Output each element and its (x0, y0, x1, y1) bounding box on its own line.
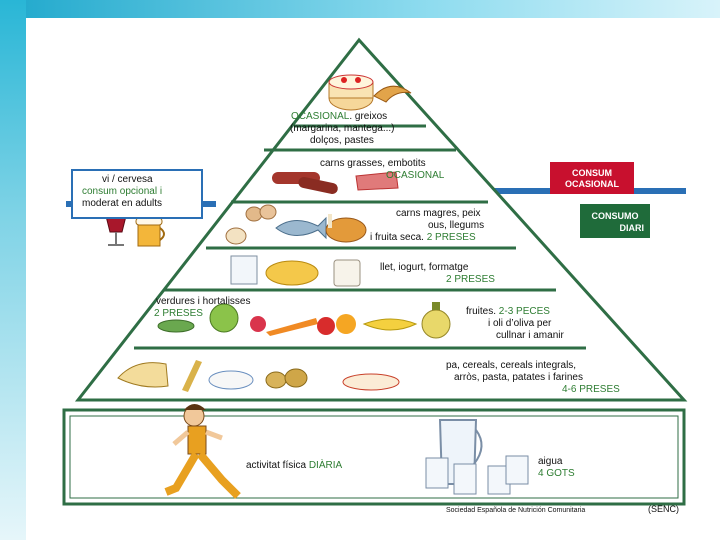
activity-base-box (64, 410, 684, 504)
tier6-line1: pa, cereals, cereals integrals, (446, 360, 576, 372)
activity-highlight: DIÀRIA (309, 460, 342, 471)
wine-glass-illustration (106, 216, 126, 246)
tier4-line1: llet, iogurt, formatge (380, 262, 468, 274)
pyramid-graphic (26, 18, 720, 540)
tier2-line2: OCASIONAL (386, 170, 444, 182)
tier1-line3: dolços, pastes (310, 135, 374, 147)
side-box-line1: vi / cervesa (102, 174, 153, 186)
credit-org: Sociedad Española de Nutrición Comunitar… (446, 505, 585, 517)
top-decor-band (0, 0, 720, 18)
water-line1: aigua (538, 456, 562, 468)
tier2-line1: carns grasses, embotits (320, 158, 426, 170)
side-box-line2: consum opcional i (82, 186, 162, 198)
tier1-line1-rest: . greixos (349, 111, 387, 122)
consum-ocasional-line2: OCASIONAL (550, 179, 634, 189)
beer-mug-illustration (136, 218, 164, 246)
pasta-plate-illustration (343, 374, 399, 390)
tier1-line1: OCASIONAL. greixos (291, 111, 387, 123)
activity-rest: activitat física (246, 460, 306, 471)
milk-glass-illustration (231, 256, 257, 284)
tier5-right-line3: cullnar i amanir (496, 330, 564, 342)
tier6-line2: arròs, pasta, patates i farines (454, 372, 583, 384)
rice-bowl-illustration (209, 371, 253, 389)
food-pyramid-canvas: OCASIONAL. greixos (margarina, mantega..… (26, 18, 720, 540)
tier5-right-highlight: 2-3 PECES (499, 306, 550, 317)
tier3-highlight: 2 PRESES (427, 232, 476, 243)
side-box-line3: moderat en adults (82, 198, 162, 210)
consum-ocasional-tag (550, 162, 634, 194)
tier3-line1: carns magres, peix (396, 208, 480, 220)
consumo-diari-line2: DIARI (580, 223, 650, 233)
tier3-line3-rest: i fruita seca. (370, 232, 424, 243)
consum-ocasional-line1: CONSUM (550, 168, 634, 178)
tier3-line3: i fruita seca. 2 PRESES (370, 232, 476, 244)
tier6-line3: 4-6 PRESES (562, 384, 620, 396)
tier1-highlight: OCASIONAL (291, 111, 349, 122)
left-decor-band (0, 0, 26, 540)
activity-label: activitat física DIÀRIA (246, 460, 342, 472)
tier1-line2: (margarina, mantega...) (290, 123, 395, 135)
cheese-illustration (266, 261, 318, 285)
water-line2: 4 GOTS (538, 468, 575, 480)
tier5-left-line2: 2 PRESES (154, 308, 203, 320)
tier5-right-rest: fruites. (466, 306, 496, 317)
tier5-left-line1: verdures i hortalisses (156, 296, 250, 308)
tier5-right-line2: i oli d’oliva per (488, 318, 551, 330)
tier3-line2: ous, llegums (428, 220, 484, 232)
yogurt-illustration (334, 260, 360, 286)
consumo-diari-line1: CONSUMO (580, 211, 650, 221)
tier4-line2: 2 PRESES (446, 274, 495, 286)
tier5-right-line1: fruites. 2-3 PECES (466, 306, 550, 318)
credit-abbr: (SENC) (648, 503, 679, 515)
cake-illustration (329, 75, 373, 110)
